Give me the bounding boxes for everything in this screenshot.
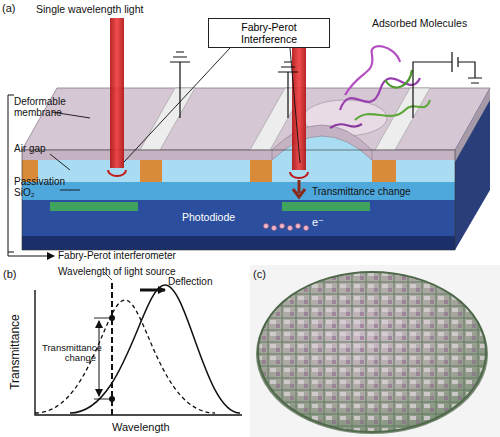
substrate-base bbox=[22, 236, 455, 250]
support-post bbox=[140, 160, 162, 182]
electron bbox=[296, 224, 301, 229]
electron bbox=[280, 224, 285, 229]
photodiode-region bbox=[282, 202, 370, 211]
level-line bbox=[94, 318, 112, 399]
die-grid bbox=[254, 270, 490, 434]
layer-label: Passivation SiO₂ bbox=[14, 176, 76, 198]
part-label: Photodiode bbox=[182, 212, 235, 224]
leader-line bbox=[290, 48, 300, 163]
side-membrane bbox=[455, 88, 490, 162]
photo-background bbox=[250, 265, 500, 437]
panel-letter: (b) bbox=[3, 268, 16, 280]
protein-chain bbox=[340, 78, 420, 110]
electron bbox=[272, 226, 277, 231]
group-label: Fabry-Perot interferometer bbox=[58, 250, 176, 261]
protein-chain bbox=[355, 100, 430, 120]
axes bbox=[35, 290, 242, 415]
device-outline bbox=[22, 150, 455, 250]
support-post bbox=[250, 160, 272, 182]
side-face bbox=[455, 88, 490, 250]
axis-title: Transmittance bbox=[9, 314, 22, 390]
axis-annotation: Deflection bbox=[168, 276, 212, 287]
membrane-top bbox=[22, 88, 490, 150]
leader-line bbox=[60, 190, 80, 191]
box-text: Fabry-Perot Interference bbox=[212, 21, 326, 45]
ground-symbol bbox=[170, 52, 190, 118]
deflected-membrane bbox=[272, 125, 372, 160]
axis-title: Wavelength bbox=[112, 421, 170, 433]
change-arrow bbox=[99, 321, 100, 396]
interference-arc bbox=[108, 170, 126, 176]
air-gap-layer bbox=[22, 160, 455, 182]
electron bbox=[288, 226, 293, 231]
bracket bbox=[8, 95, 14, 252]
substrate bbox=[22, 200, 455, 236]
interference-arc bbox=[290, 172, 308, 178]
wafer-edge bbox=[258, 272, 486, 432]
device bbox=[22, 88, 490, 250]
leader-line bbox=[50, 154, 70, 170]
transmittance-plot bbox=[35, 272, 242, 418]
support-post bbox=[372, 160, 396, 182]
wafer-photo bbox=[250, 265, 500, 437]
membrane-layer bbox=[22, 150, 455, 160]
electron bbox=[304, 226, 309, 231]
initial-curve bbox=[35, 300, 215, 413]
panel-letter: (c) bbox=[253, 268, 266, 280]
photodiode-region bbox=[50, 202, 138, 211]
light-beam bbox=[110, 18, 124, 168]
callout-box: Fabry-Perot Interference bbox=[208, 18, 330, 48]
axis-annotation: Wavelength of light source bbox=[58, 266, 175, 277]
leader-line bbox=[124, 48, 230, 162]
leader-lines bbox=[50, 48, 300, 190]
protein-chain bbox=[385, 70, 412, 87]
effect-label: Transmittance change bbox=[312, 186, 411, 197]
bracket-arrow bbox=[8, 252, 54, 256]
battery-symbol bbox=[413, 52, 482, 118]
molecule-label: Adsorbed Molecules bbox=[372, 18, 467, 30]
layer-label: Air gap bbox=[14, 143, 46, 154]
interference-symbol bbox=[108, 170, 308, 178]
protein-chain bbox=[330, 124, 362, 128]
deflection-arrow bbox=[140, 289, 165, 292]
passivation-layer bbox=[22, 182, 455, 200]
electrode bbox=[140, 88, 195, 150]
transmittance-arrow bbox=[293, 180, 305, 197]
layer-label: Deformable membrane bbox=[14, 96, 76, 118]
electrons bbox=[264, 224, 309, 231]
electron bbox=[264, 224, 269, 229]
light-label: Single wavelength light bbox=[36, 4, 143, 16]
panel-letter: (a) bbox=[2, 2, 15, 14]
axis-annotation: Transmittance change bbox=[42, 343, 96, 364]
electron-label: e⁻ bbox=[312, 216, 324, 228]
molecules bbox=[330, 46, 430, 128]
